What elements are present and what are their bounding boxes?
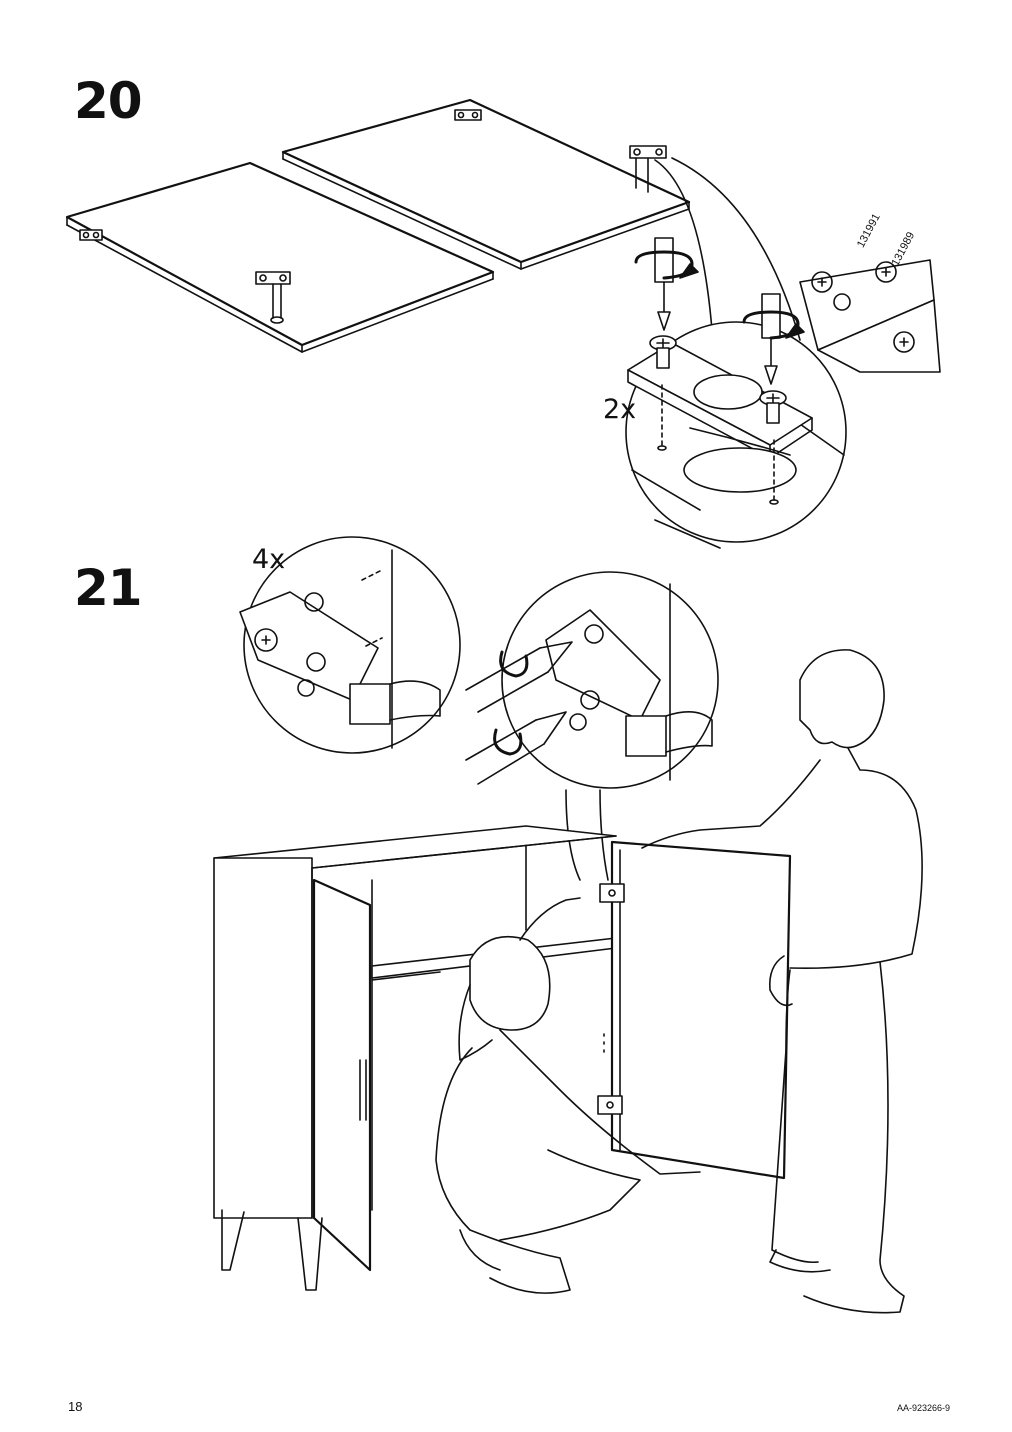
hinge-icon (598, 1096, 622, 1114)
door-panel-right (283, 100, 689, 269)
quantity-label: 4x (252, 544, 286, 575)
hinge-mechanism-icon (800, 260, 940, 372)
person-standing (642, 650, 922, 1313)
screw-icon (650, 336, 676, 368)
step-number: 21 (74, 559, 143, 617)
door-panel-left (67, 163, 493, 352)
part-number: 131989 (889, 230, 918, 269)
hinge-icon (455, 110, 481, 120)
cabinet-door-right (612, 842, 790, 1178)
screwdriver-icon (655, 238, 673, 330)
part-number: 131991 (854, 211, 883, 250)
rotate-clockwise-arrow-icon (495, 730, 521, 754)
cabinet-body (214, 826, 616, 1218)
cabinet-leg (222, 1210, 322, 1290)
hinge-icon (600, 884, 624, 902)
hinge-icon (80, 230, 102, 240)
callout-pointer (655, 158, 800, 340)
screwdriver-icon (466, 712, 566, 784)
hinge-mechanism-icon (240, 592, 440, 724)
hinge-mechanism-icon (546, 610, 712, 756)
page-number: 18 (68, 1399, 83, 1414)
cabinet-door-left (314, 880, 370, 1270)
document-code: AA-923266-9 (896, 1403, 950, 1413)
quantity-label: 2x (603, 394, 637, 425)
screw-icon (760, 391, 786, 423)
rotate-clockwise-arrow-icon (501, 652, 527, 676)
step-number: 20 (74, 72, 143, 130)
hinge-icon (256, 272, 290, 323)
person-crouching (436, 898, 700, 1293)
hinge-icon (630, 146, 666, 192)
screwdriver-icon (762, 294, 780, 384)
